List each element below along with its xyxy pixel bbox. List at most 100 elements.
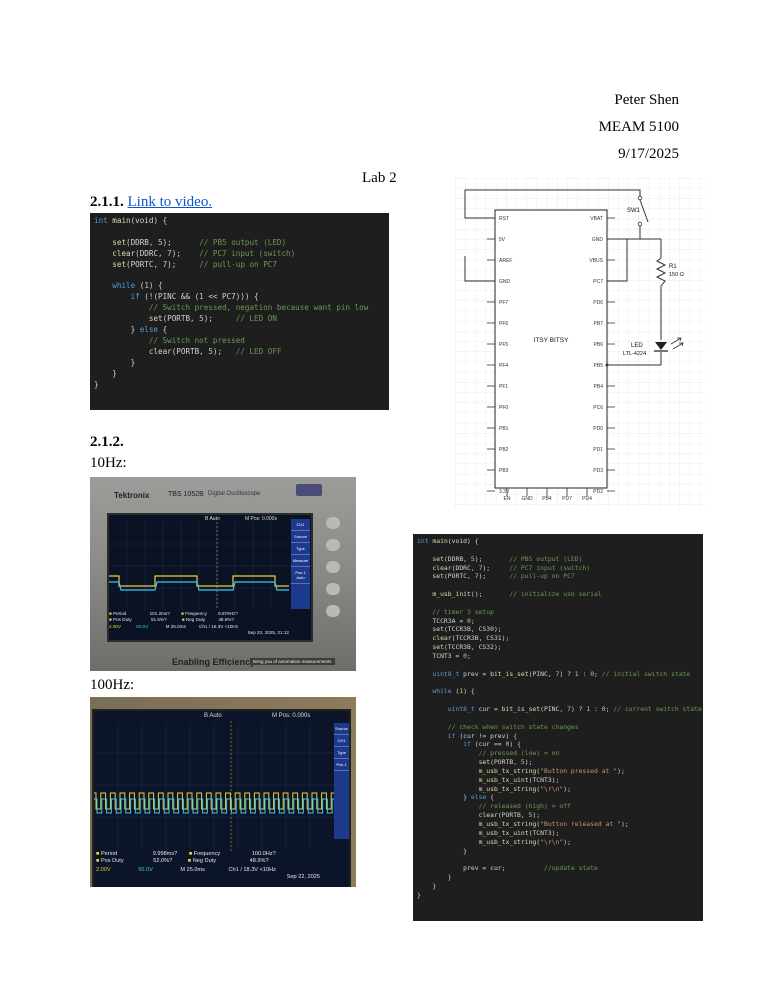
scope-menu-item: Pos 1: [334, 759, 349, 771]
code-line: m_usb_init(); // initialize usb serial: [432, 590, 602, 599]
code-line: m_usb_tx_uint(TCNT3);: [478, 828, 560, 837]
code-line: m_usb_tx_string("Button pressed at ");: [478, 766, 625, 775]
pin-label-bottom: PD4: [582, 496, 592, 502]
scope-menu-item: Source: [291, 531, 310, 543]
scope-trigger-status: B Auto: [205, 516, 220, 522]
code-line: while (1) {: [112, 281, 163, 291]
code-line: clear(PORTB, 5);: [478, 811, 541, 820]
code-line: } else {: [417, 793, 494, 802]
negduty-label: Neg Duty: [192, 858, 217, 864]
pin-label-left: PF5: [499, 342, 508, 348]
page-title: Lab 2: [362, 170, 397, 186]
pin-label-left: PB3: [499, 468, 509, 474]
resistor-label: R1: [669, 264, 677, 270]
circuit-schematic: RST5VAREFGNDPF7PF6PF5PF4PF1PF0PB1PB2PB33…: [455, 178, 705, 508]
code-line: if (cur != prev) {: [447, 731, 518, 740]
scope-menu-item: CH1: [291, 519, 310, 531]
scope-waveform-100hz: [94, 721, 334, 851]
pin-label-right: GND: [592, 237, 604, 243]
code-line: }: [94, 368, 117, 378]
code-line: } else {: [94, 325, 168, 335]
bezel-button[interactable]: [326, 605, 340, 617]
code-line: [417, 599, 703, 608]
scope-footer: Enabling Efficiency: [172, 657, 256, 667]
label-100hz: 100Hz:: [90, 677, 135, 693]
code-line: clear(PORTB, 5); // LED OFF: [148, 346, 282, 356]
scope-timestamp: Sep 22, 2025, 21:12: [247, 630, 289, 635]
code-line: [417, 546, 703, 555]
pin-label-left: PF4: [499, 363, 508, 369]
scope-menu-item: Source: [334, 723, 349, 735]
code-line: [94, 271, 389, 282]
code-line: set(PORTC, 7); // pull-up on PC7: [112, 259, 277, 269]
code-line: set(TCCR3B, CS30);: [432, 625, 502, 634]
trigger-level: Ch1 / 18.3V: [199, 624, 224, 629]
posduty-value: 52.0%?: [153, 858, 173, 864]
pin-label-right: PB6: [594, 342, 604, 348]
pin-label-right: PD0: [593, 426, 603, 432]
scope-photo-10hz: Tektronix TBS 1052B Digital Oscilloscope…: [90, 477, 356, 671]
freq-label: Frequency: [193, 851, 221, 857]
pin-label-right: PB5: [594, 363, 604, 369]
period-label: Period: [100, 851, 118, 857]
chip-label: ITSY BITSY: [534, 337, 570, 344]
pin-label-bottom: GND: [521, 496, 533, 502]
code-line: if (cur == 0) {: [463, 740, 521, 749]
code-line: m_usb_tx_string("\r\n");: [478, 837, 571, 846]
code-line: clear(TCCR3B, CS31);: [432, 634, 510, 643]
code-line: clear(DDRC, 7); // PC7 input (switch): [112, 248, 296, 258]
pin-label-right: PD1: [593, 447, 603, 453]
pin-label-right: PD3: [593, 468, 603, 474]
section-number: 2.1.1.: [90, 194, 124, 210]
bezel-button[interactable]: [326, 517, 340, 529]
pin-label-right: PC7: [593, 279, 603, 285]
timebase: M 25.0ms: [165, 624, 186, 629]
pin-label-right: PB4: [594, 384, 604, 390]
period-value: 101.2ms?: [149, 611, 170, 616]
code-block-part2: int main(void) { set(DDRB, 5); // PB5 ou…: [413, 534, 703, 921]
code-line: while (1) {: [432, 687, 475, 696]
period-label: Period: [113, 611, 127, 616]
negduty-label: Neg Duty: [185, 617, 206, 622]
bezel-button[interactable]: [326, 539, 340, 551]
bezel-button[interactable]: [326, 583, 340, 595]
code-line: [417, 581, 703, 590]
code-line: // released (high) = off: [478, 802, 571, 811]
code-line: // Switch not pressed: [148, 335, 245, 345]
posduty-value: 51.5%?: [150, 617, 167, 622]
code-line: // pressed (low) = on: [478, 749, 560, 758]
scope-readouts: ■ Period 9.998ms? ■ Frequency 100.0Hz? ■…: [96, 851, 334, 881]
scope-menu-item: CH1: [334, 735, 349, 747]
code-line: set(PORTB, 5);: [478, 758, 533, 767]
pin-label-bottom: PD7: [562, 496, 572, 502]
bezel-buttons: [326, 517, 342, 627]
code-line: set(DDRB, 5); // PB5 output (LED): [112, 237, 287, 247]
code-line: }: [417, 873, 452, 882]
video-link[interactable]: Link to video.: [127, 194, 213, 210]
trigger-level: Ch1 / 18.3V: [228, 867, 259, 873]
code-line: [417, 661, 703, 670]
code-line: [417, 714, 703, 723]
scope-readouts: ■ Period 101.2ms? ■ Frequency 9.879Hz? ■…: [109, 611, 289, 635]
code-line: m_usb_tx_string("\r\n");: [478, 784, 571, 793]
scope-waveform-10hz: [109, 522, 289, 610]
pin-label-left: PF6: [499, 321, 508, 327]
code-line: }: [417, 890, 421, 899]
pin-label-right: PB7: [594, 321, 604, 327]
negduty-value: 48.5%?: [218, 617, 234, 622]
pin-label-right: PD2: [593, 489, 603, 495]
code-line: // Switch pressed, negation because want…: [148, 303, 369, 313]
bezel-button[interactable]: [326, 561, 340, 573]
author-name: Peter Shen: [614, 92, 679, 108]
course-name: MEAM 5100: [598, 119, 679, 135]
pin-label-left: RST: [499, 216, 509, 222]
code-line: set(PORTB, 5); // LED ON: [148, 314, 277, 324]
code-line: // check when switch state changes: [447, 722, 579, 731]
scope-mpos: M Pos: 0.000s: [245, 516, 277, 522]
code-line: m_usb_tx_uint(TCNT3);: [478, 775, 560, 784]
led-label: LED: [631, 343, 643, 349]
section-heading-2-1-2: 2.1.2.: [90, 434, 124, 450]
section-heading-2-1-1: 2.1.1. Link to video.: [90, 194, 212, 211]
